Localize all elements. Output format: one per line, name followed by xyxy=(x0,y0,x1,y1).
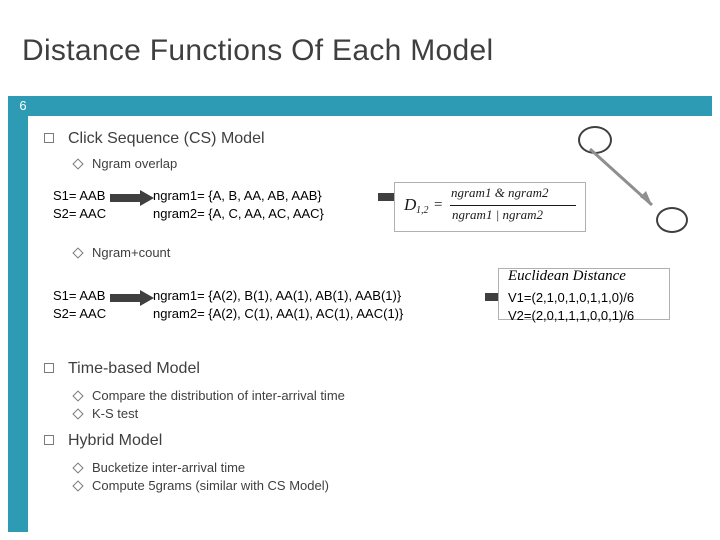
left-accent-bar xyxy=(8,116,28,532)
diamond-bullet-icon-3 xyxy=(72,389,84,402)
bullet-ngram-count: Ngram+count xyxy=(72,245,171,260)
block1-s2: S2= AAC xyxy=(53,206,107,221)
decor-circle-bottom-icon xyxy=(656,207,688,233)
bullet-ngram-overlap-label: Ngram overlap xyxy=(92,156,178,171)
square-bullet-icon xyxy=(44,132,54,143)
euclidean-v1: V1=(2,1,0,1,0,1,1,0)/6 xyxy=(508,290,635,305)
decor-connector-arrow-icon xyxy=(588,147,654,207)
bullet-cs-model: Click Sequence (CS) Model xyxy=(44,130,265,148)
block2-s1: S1= AAB xyxy=(53,288,106,303)
bullet-hybrid-sub2-label: Compute 5grams (similar with CS Model) xyxy=(92,478,329,493)
bullet-hybrid-sub2: Compute 5grams (similar with CS Model) xyxy=(72,478,329,493)
page-title: Distance Functions Of Each Model xyxy=(22,34,494,67)
euclidean-distance-label: Euclidean Distance xyxy=(508,268,626,284)
title-divider-bar xyxy=(8,96,712,116)
arrow-s-to-ngram-icon xyxy=(110,190,154,206)
block1-s1: S1= AAB xyxy=(53,188,106,203)
bullet-hybrid-sub1-label: Bucketize inter-arrival time xyxy=(92,460,246,475)
square-bullet-icon-3 xyxy=(44,362,54,373)
formula-lhs-subscript: 1,2 xyxy=(416,205,429,216)
bullet-cs-model-label: Click Sequence (CS) Model xyxy=(68,130,265,147)
formula-lhs: D xyxy=(404,195,417,214)
bullet-hybrid-sub1: Bucketize inter-arrival time xyxy=(72,460,246,475)
arrow-s-to-ngram-count-icon xyxy=(110,290,154,306)
bullet-time-sub1: Compare the distribution of inter-arriva… xyxy=(72,388,345,403)
bullet-hybrid-model: Hybrid Model xyxy=(44,432,162,450)
bullet-time-sub2: K-S test xyxy=(72,406,139,421)
formula-equals: = xyxy=(434,197,443,213)
slide-number: 6 xyxy=(19,98,27,113)
block2-ngram1: ngram1= {A(2), B(1), AA(1), AB(1), AAB(1… xyxy=(153,288,402,303)
diamond-bullet-icon xyxy=(72,157,84,170)
block1-ngram1: ngram1= {A, B, AA, AB, AAB} xyxy=(153,188,322,203)
bullet-ngram-overlap: Ngram overlap xyxy=(72,156,178,171)
diamond-bullet-icon-5 xyxy=(72,461,84,474)
block1-ngram2: ngram2= {A, C, AA, AC, AAC} xyxy=(153,206,324,221)
diamond-bullet-icon-6 xyxy=(72,479,84,492)
block2-s2: S2= AAC xyxy=(53,306,107,321)
square-bullet-icon-4 xyxy=(44,434,54,445)
euclidean-box xyxy=(498,268,670,320)
bullet-time-sub2-label: K-S test xyxy=(92,406,139,421)
formula-box xyxy=(394,182,586,232)
bullet-hybrid-label: Hybrid Model xyxy=(68,432,163,449)
formula-fraction-bar xyxy=(450,205,576,206)
formula-denominator: ngram1 | ngram2 xyxy=(452,207,543,222)
diamond-bullet-icon-2 xyxy=(72,246,84,259)
bullet-time-based-model: Time-based Model xyxy=(44,360,200,378)
euclidean-v2: V2=(2,0,1,1,1,0,0,1)/6 xyxy=(508,308,635,323)
diamond-bullet-icon-4 xyxy=(72,407,84,420)
bullet-time-based-label: Time-based Model xyxy=(68,360,200,377)
bullet-ngram-count-label: Ngram+count xyxy=(92,245,171,260)
bullet-time-sub1-label: Compare the distribution of inter-arriva… xyxy=(92,388,345,403)
formula-numerator: ngram1 & ngram2 xyxy=(451,185,549,200)
block2-ngram2: ngram2= {A(2), C(1), AA(1), AC(1), AAC(1… xyxy=(153,306,404,321)
